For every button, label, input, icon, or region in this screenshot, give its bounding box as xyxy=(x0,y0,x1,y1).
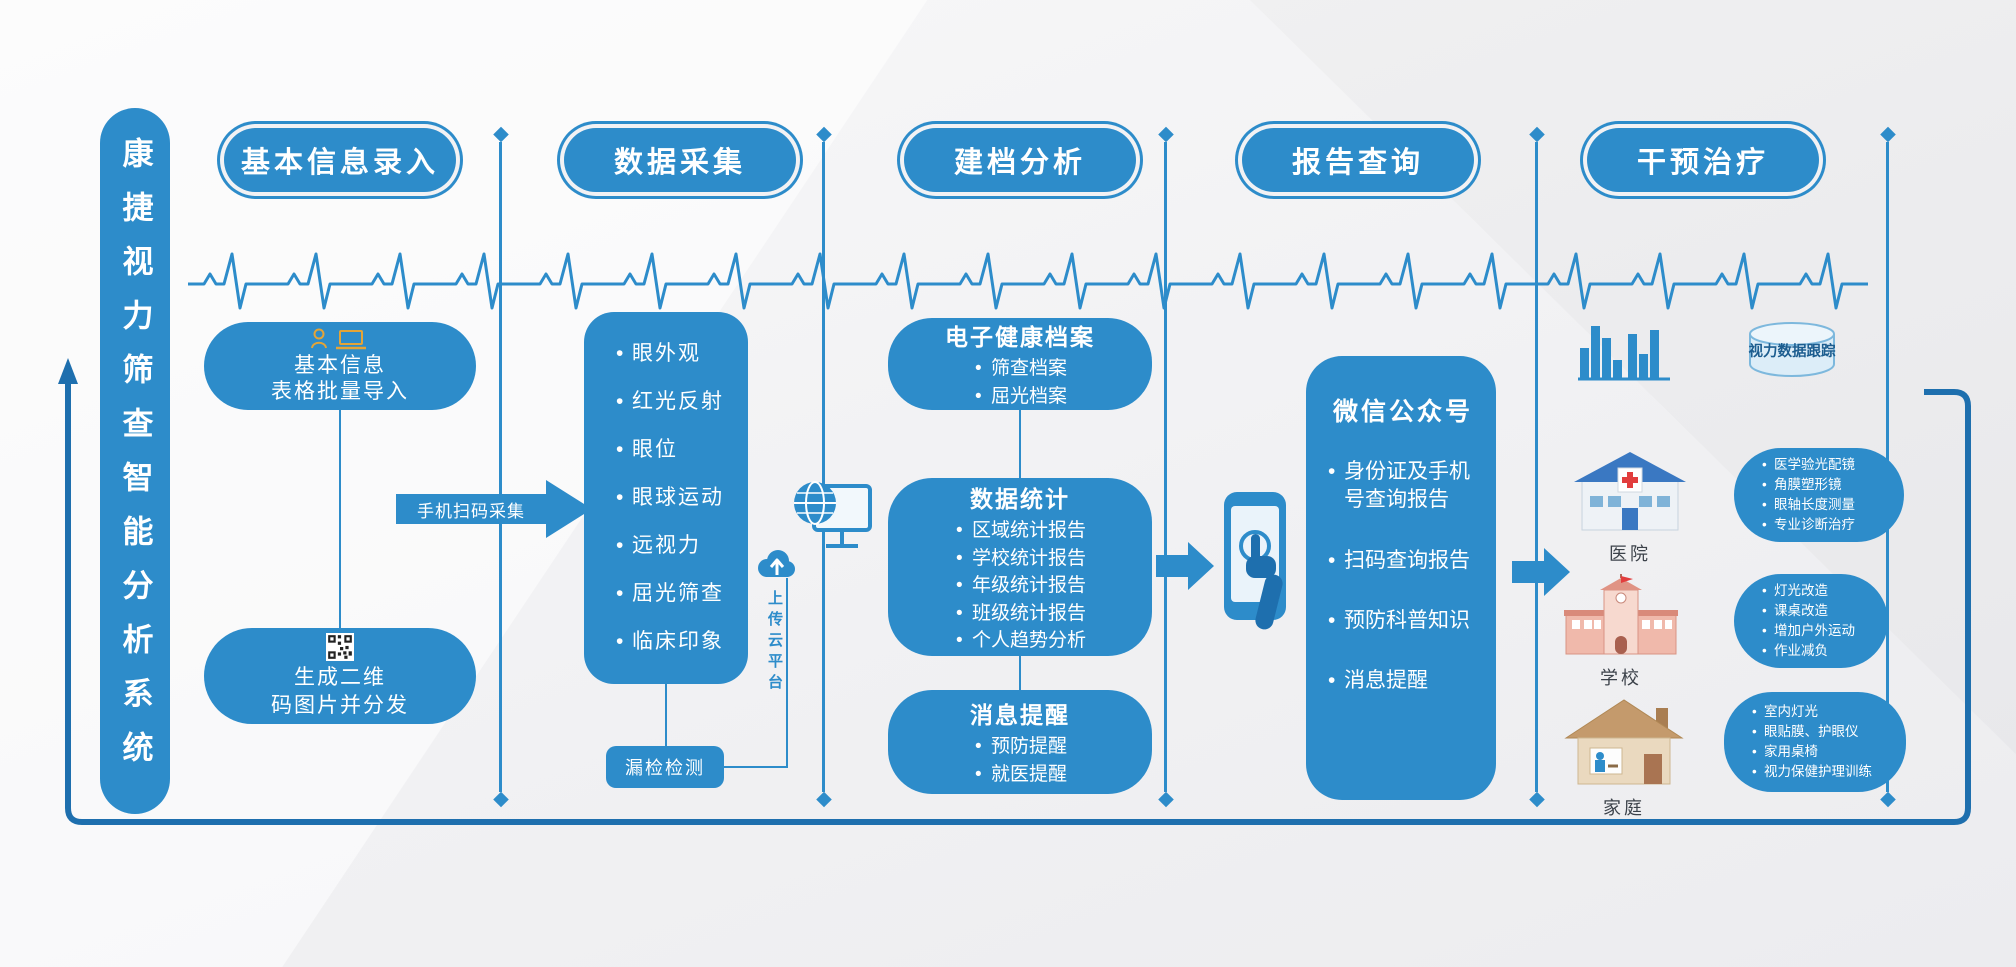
qr-code-icon xyxy=(326,633,354,662)
ehr-item: 筛查档案 xyxy=(973,356,1067,382)
ehr-title: 电子健康档案 xyxy=(945,324,1095,351)
flow-arrow-icon xyxy=(1156,542,1214,590)
statistics-item: 区域统计报告 xyxy=(954,518,1086,544)
cloud-platform-icon xyxy=(794,481,872,548)
school-label: 学校 xyxy=(1600,668,1642,688)
flow-arrow-icon xyxy=(1512,548,1570,596)
import-box-line1: 基本信息 xyxy=(294,353,386,377)
separator-line xyxy=(499,142,502,792)
batch-import-box: 基本信息 表格批量导入 xyxy=(204,322,476,410)
collection-item: 屈光筛查 xyxy=(614,580,738,609)
school-measure: 作业减负 xyxy=(1762,642,1878,660)
wechat-title: 微信公众号 xyxy=(1332,398,1473,426)
connector-line xyxy=(1019,410,1021,478)
phone-touch-icon xyxy=(1224,492,1286,630)
wechat-box: 微信公众号 身份证及手机号查询报告 扫码查询报告 预防科普知识 消息提醒 xyxy=(1306,356,1496,800)
reminder-item: 就医提醒 xyxy=(973,762,1067,788)
connector-line xyxy=(786,578,788,768)
school-measure: 灯光改造 xyxy=(1762,582,1878,600)
system-title: 康捷视力筛查智能分析系统 xyxy=(117,137,153,785)
database-cylinder-icon xyxy=(1749,322,1835,377)
collection-item: 眼球运动 xyxy=(614,484,738,513)
scan-collect-arrow: 手机扫码采集 xyxy=(396,478,592,540)
ehr-item: 屈光档案 xyxy=(973,384,1067,410)
wechat-item: 消息提醒 xyxy=(1326,667,1480,696)
phase-header-treatment: 干预治疗 xyxy=(1587,128,1819,192)
school-measure: 增加户外运动 xyxy=(1762,622,1878,640)
family-measure: 室内灯光 xyxy=(1752,703,1896,721)
hospital-label: 医院 xyxy=(1609,544,1651,564)
phase-header-data-collect: 数据采集 xyxy=(564,128,796,192)
bar-chart-icon xyxy=(1578,326,1670,381)
reminder-item: 预防提醒 xyxy=(973,734,1067,760)
phase-header-basic-info: 基本信息录入 xyxy=(224,128,456,192)
leak-check-label: 漏检检测 xyxy=(625,758,705,778)
reminder-title: 消息提醒 xyxy=(970,702,1070,729)
data-tracking-label: 视力数据跟踪 xyxy=(1748,344,1836,360)
collection-item: 眼位 xyxy=(614,436,738,465)
hospital-measure: 眼轴长度测量 xyxy=(1762,496,1894,514)
statistics-item: 班级统计报告 xyxy=(954,601,1086,627)
wechat-item: 身份证及手机号查询报告 xyxy=(1326,458,1480,515)
leak-check-box: 漏检检测 xyxy=(606,746,724,788)
qr-box-line1: 生成二维 xyxy=(294,666,386,690)
family-measures-bubble: 室内灯光 眼贴膜、护眼仪 家用桌椅 视力保健护理训练 xyxy=(1724,692,1906,792)
hospital-icon xyxy=(1574,452,1686,531)
ehr-box: 电子健康档案 筛查档案 屈光档案 xyxy=(888,318,1152,410)
family-measure: 家用桌椅 xyxy=(1752,743,1896,761)
reminder-box: 消息提醒 预防提醒 就医提醒 xyxy=(888,690,1152,794)
wechat-item: 扫码查询报告 xyxy=(1326,547,1480,576)
phase-header-report: 报告查询 xyxy=(1242,128,1474,192)
phase-header-archive: 建档分析 xyxy=(904,128,1136,192)
home-icon xyxy=(1564,699,1684,785)
separator-line xyxy=(822,142,825,792)
collection-item: 临床印象 xyxy=(614,628,738,657)
hospital-measures-bubble: 医学验光配镜 角膜塑形镜 眼轴长度测量 专业诊断治疗 xyxy=(1734,448,1904,542)
connector-line xyxy=(1019,656,1021,690)
heartbeat-line xyxy=(188,246,1868,316)
statistics-box: 数据统计 区域统计报告 学校统计报告 年级统计报告 班级统计报告 个人趋势分析 xyxy=(888,478,1152,656)
school-icon xyxy=(1564,574,1678,655)
system-title-bar: 康捷视力筛查智能分析系统 xyxy=(100,108,170,814)
separator-line xyxy=(1535,142,1538,792)
family-measure: 视力保健护理训练 xyxy=(1752,763,1896,781)
statistics-item: 个人趋势分析 xyxy=(954,628,1086,654)
collection-item: 红光反射 xyxy=(614,388,738,417)
hospital-measure: 医学验光配镜 xyxy=(1762,456,1894,474)
scan-arrow-label: 手机扫码采集 xyxy=(417,501,525,521)
statistics-title: 数据统计 xyxy=(970,485,1070,512)
cloud-upload-icon xyxy=(758,550,795,577)
hospital-measure: 角膜塑形镜 xyxy=(1762,476,1894,494)
hospital-measure: 专业诊断治疗 xyxy=(1762,516,1894,534)
qr-box-line2: 码图片并分发 xyxy=(271,693,409,717)
school-measures-bubble: 灯光改造 课桌改造 增加户外运动 作业减负 xyxy=(1734,574,1888,668)
school-measure: 课桌改造 xyxy=(1762,602,1878,620)
separator-line xyxy=(1164,142,1167,792)
person-laptop-icon xyxy=(311,328,366,349)
cloud-upload-label: 上传云平台 xyxy=(766,590,783,695)
right-arrow-icon xyxy=(396,480,592,538)
connector-line xyxy=(724,766,788,768)
connector-line xyxy=(339,410,341,628)
wechat-item: 预防科普知识 xyxy=(1326,607,1480,636)
collection-items-box: 眼外观 红光反射 眼位 眼球运动 远视力 屈光筛查 临床印象 xyxy=(584,312,748,684)
import-box-line2: 表格批量导入 xyxy=(271,380,409,403)
connector-line xyxy=(665,684,667,746)
statistics-item: 年级统计报告 xyxy=(954,573,1086,599)
statistics-item: 学校统计报告 xyxy=(954,546,1086,572)
family-label: 家庭 xyxy=(1603,798,1645,818)
family-measure: 眼贴膜、护眼仪 xyxy=(1752,723,1896,741)
collection-item: 远视力 xyxy=(614,532,738,561)
collection-item: 眼外观 xyxy=(614,340,738,369)
qr-generate-box: 生成二维 码图片并分发 xyxy=(204,628,476,724)
